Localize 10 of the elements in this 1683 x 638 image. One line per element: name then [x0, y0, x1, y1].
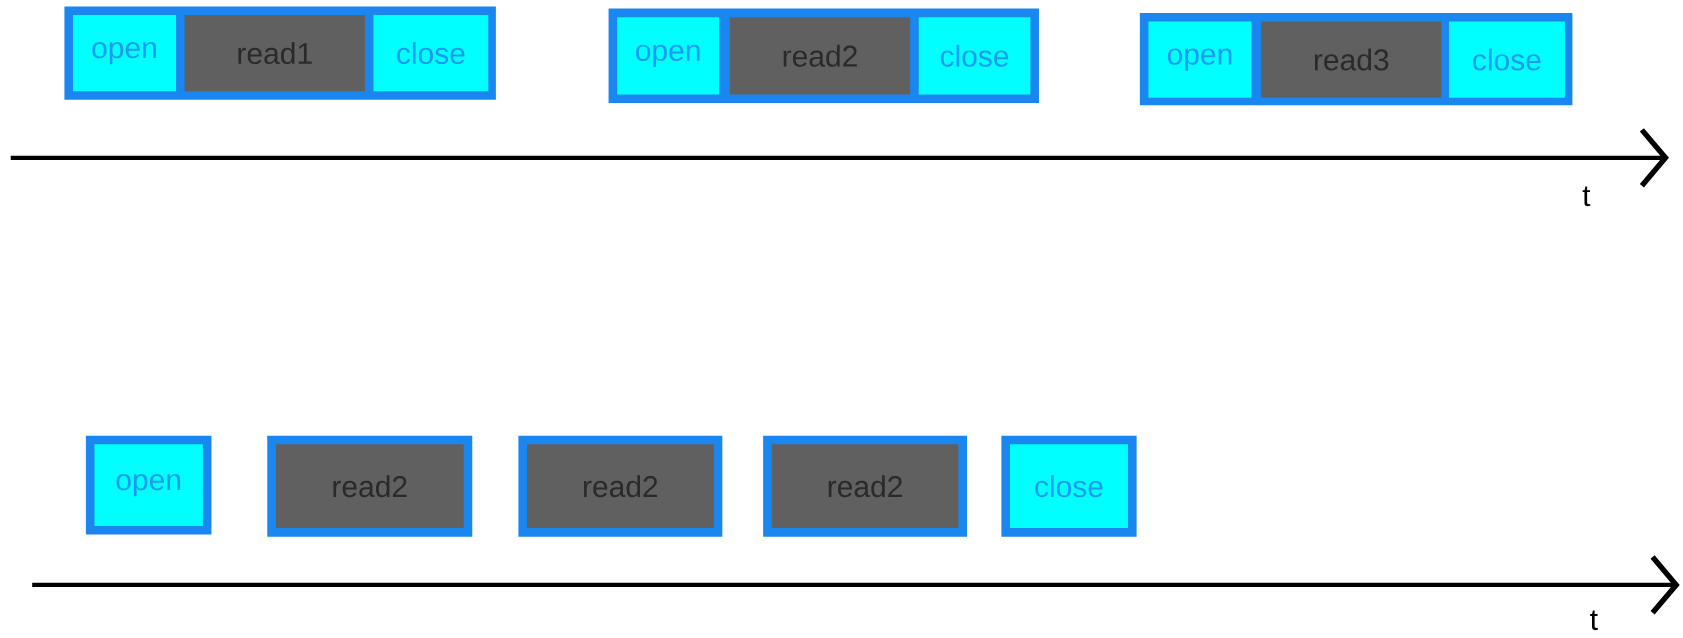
step-box: open: [73, 15, 176, 92]
step-box: close: [1448, 21, 1565, 98]
step-box: close: [373, 15, 489, 92]
step-box: close: [918, 17, 1031, 95]
step-box: open: [1148, 21, 1252, 98]
axis-label: t: [1590, 610, 1598, 631]
axis-label: t: [1582, 186, 1591, 207]
step-box: open: [617, 17, 720, 95]
step-box: close: [1001, 435, 1137, 537]
step-box: open: [85, 435, 212, 535]
